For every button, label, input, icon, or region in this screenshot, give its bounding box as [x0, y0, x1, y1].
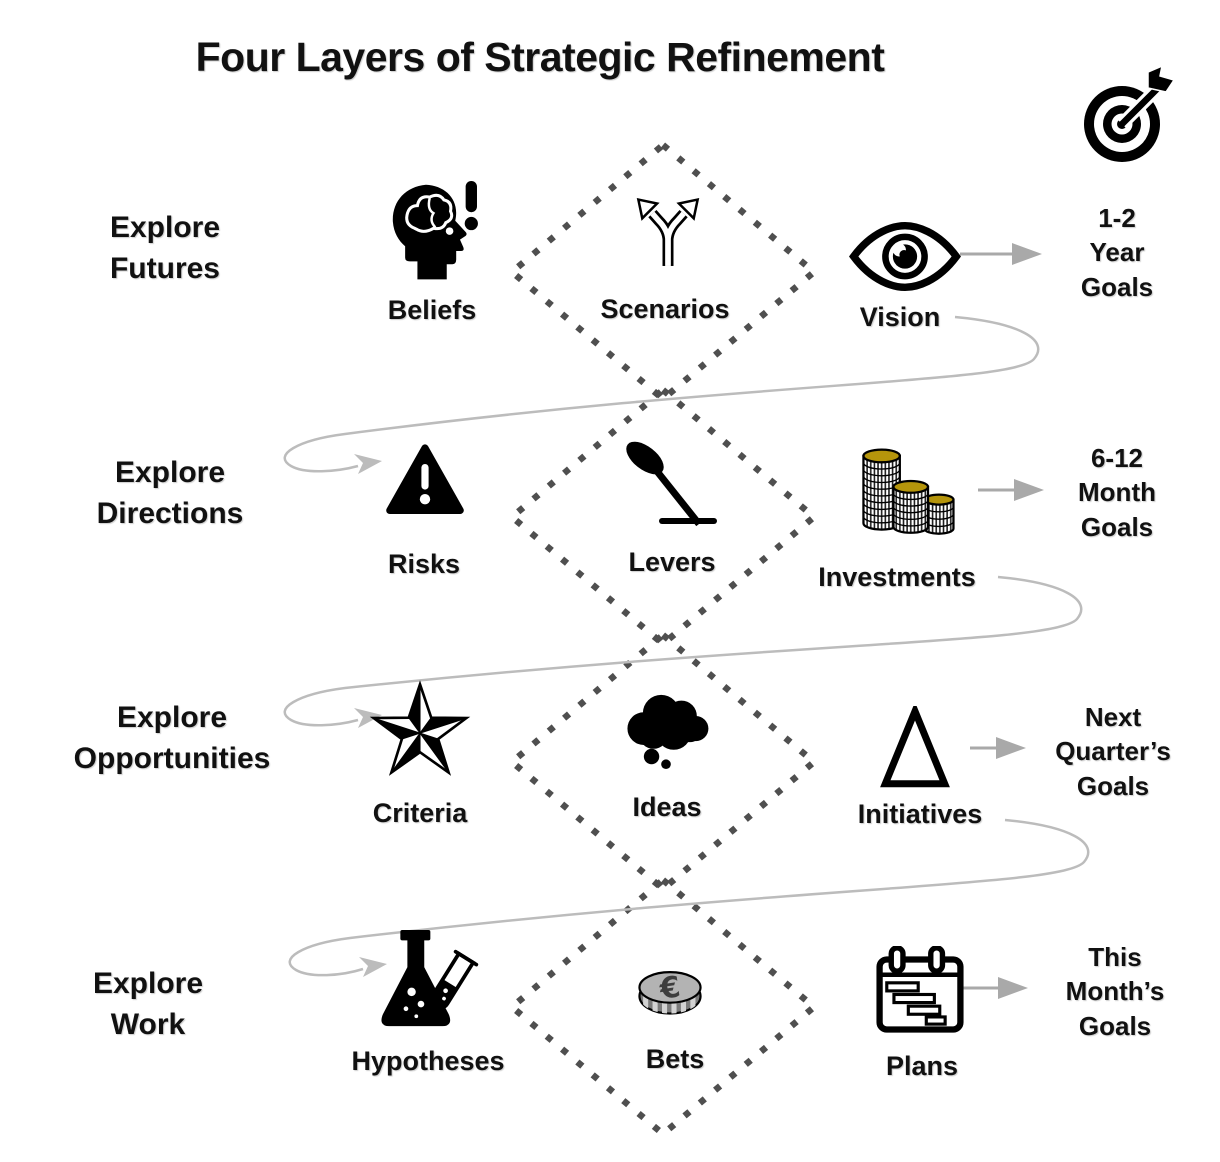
goal-arrowheads [996, 243, 1044, 999]
layer-label-opportunities: Explore Opportunities [73, 701, 271, 775]
item-label: Ideas [632, 792, 702, 822]
item-label: Risks [387, 549, 461, 579]
warning-triangle-icon [385, 443, 465, 517]
euro-coin-icon: € [630, 964, 710, 1021]
item-label: Beliefs [387, 295, 477, 325]
goal-text: This Month’s Goals [1065, 942, 1165, 1041]
delta-triangle-icon [880, 706, 950, 789]
coin-stacks-icon [858, 443, 958, 538]
item-label: Levers [628, 547, 716, 577]
item-label: Criteria [372, 798, 468, 828]
thought-cloud-icon [613, 686, 719, 775]
page-title: Four Layers of Strategic Refinement [195, 34, 885, 80]
faceted-star-icon [367, 678, 473, 784]
item-label: Investments [818, 562, 976, 592]
layer-label-work: Explore Work [92, 967, 204, 1041]
calendar-gantt-icon [875, 946, 965, 1034]
goal-text: 1-2 Year Goals [1080, 203, 1154, 302]
head-with-brain-icon [386, 181, 481, 285]
eye-icon [849, 219, 961, 294]
item-label: Scenarios [600, 294, 730, 324]
branching-arrows-icon [629, 191, 707, 269]
item-label: Hypotheses [351, 1046, 505, 1076]
item-label: Plans [885, 1051, 959, 1081]
layer-label-futures: Explore Futures [109, 211, 221, 285]
item-label: Bets [645, 1044, 705, 1074]
goal-arrows [960, 252, 1016, 990]
goal-text: Next Quarter’s Goals [1055, 702, 1171, 801]
dartboard-with-dart-icon [1078, 66, 1178, 166]
loop-connectors [283, 315, 1090, 977]
goal-text: 6-12 Month Goals [1078, 443, 1156, 542]
lever-icon [618, 441, 718, 531]
item-label: Vision [859, 302, 941, 332]
svg-text:€: € [657, 969, 683, 1006]
layer-label-directions: Explore Directions [96, 456, 244, 530]
flask-and-test-tube-icon [374, 930, 482, 1035]
loop-arrowheads [354, 454, 387, 977]
item-label: Initiatives [857, 799, 983, 829]
